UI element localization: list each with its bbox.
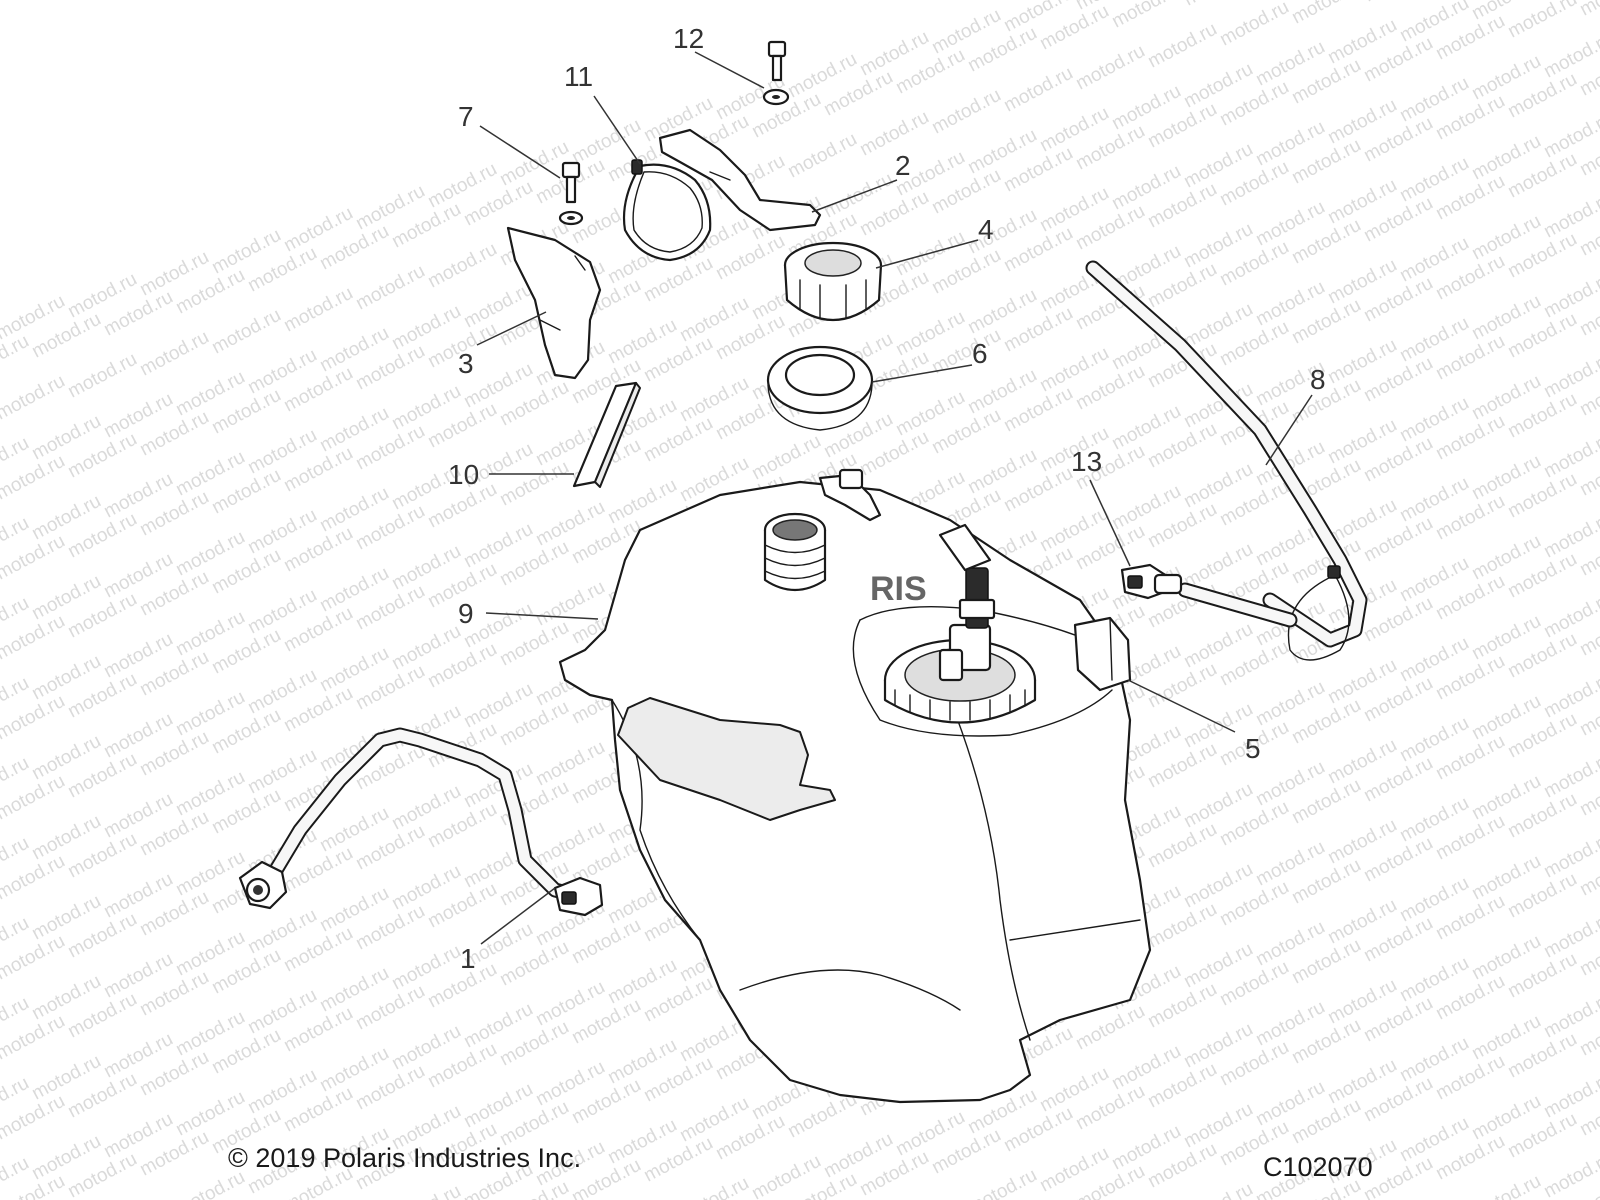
watermark-text: motod.ru (1180, 0, 1256, 10)
watermark-text: motod.ru (1504, 0, 1580, 42)
callout-6: 6 (972, 338, 988, 369)
callout-11: 11 (564, 61, 593, 92)
watermark-text: motod.ru (0, 371, 69, 425)
callout-4: 4 (978, 214, 994, 245)
watermark-text: motod.ru (136, 327, 212, 381)
callout-12: 12 (673, 23, 704, 54)
tank-logo-text: RIS (870, 570, 927, 608)
watermark-text: motod.ru (1216, 0, 1292, 50)
callout-3: 3 (458, 348, 474, 379)
watermark-text: motod.ru (208, 305, 284, 359)
hose-clamp-strap (622, 159, 712, 262)
watermark-text: motod.ru (928, 85, 1004, 139)
fuel-cap (783, 241, 883, 321)
watermark-text: motod.ru (1468, 1171, 1544, 1200)
watermark-text: motod.ru (1288, 0, 1364, 28)
callout-9: 9 (458, 598, 474, 629)
watermark-text: motod.ru (1072, 41, 1148, 95)
filler-gasket (766, 345, 874, 431)
watermark-text: motod.ru (1540, 1149, 1600, 1200)
callout-7: 7 (458, 101, 474, 132)
callout-2: 2 (895, 150, 911, 181)
copyright-notice: © 2019 Polaris Industries Inc. (228, 1143, 582, 1173)
watermark-text: motod.ru (1108, 0, 1184, 32)
watermark-text: motod.ru (1144, 19, 1220, 73)
watermark-text: motod.ru (964, 1165, 1040, 1200)
watermark-text: motod.ru (676, 1173, 752, 1200)
callout-1: 1 (460, 943, 476, 974)
watermark-text: motod.ru (352, 261, 428, 315)
watermark-text: motod.ru (280, 283, 356, 337)
callout-5: 5 (1245, 733, 1261, 764)
watermark-text: motod.ru (64, 349, 140, 403)
callout-13: 13 (1071, 446, 1102, 477)
drawing-number: C102070 (1263, 1152, 1373, 1182)
watermark-text: motod.ru (388, 1181, 464, 1200)
watermark-text: motod.ru (784, 129, 860, 183)
bolt-12 (762, 40, 790, 106)
watermark-text: motod.ru (1000, 63, 1076, 117)
watermark-text: motod.ru (1576, 0, 1600, 20)
watermark-text: motod.ru (1360, 0, 1436, 6)
watermark-text: motod.ru (1180, 1179, 1256, 1200)
callout-8: 8 (1310, 364, 1326, 395)
callout-10: 10 (448, 459, 479, 490)
watermark-text: motod.ru (424, 239, 500, 293)
